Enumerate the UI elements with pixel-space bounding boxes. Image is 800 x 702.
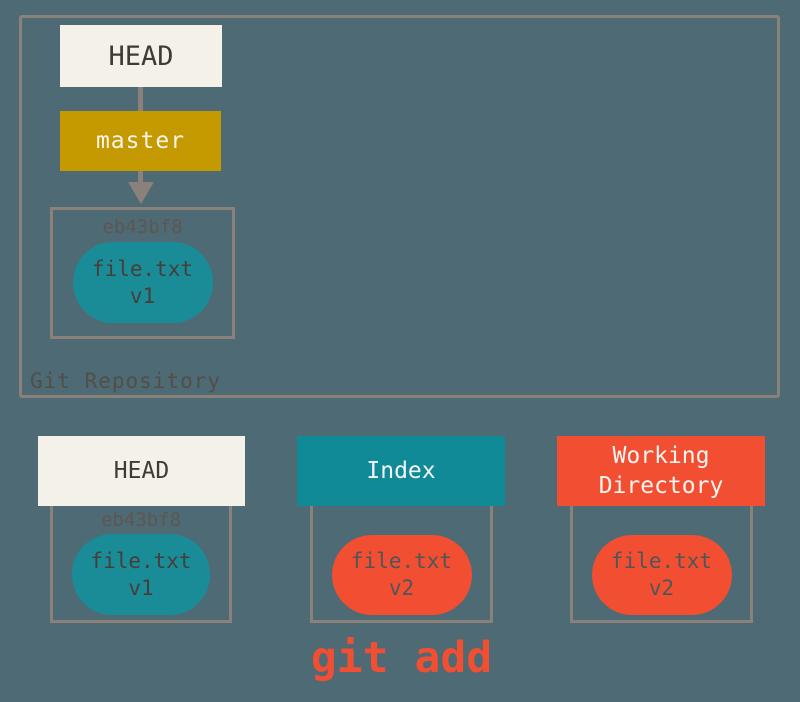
file-version: v1 [129, 283, 156, 308]
git-repository-label: Git Repository [30, 369, 222, 393]
commit-hash: eb43bf8 [100, 509, 182, 531]
file-blob: file.txt v2 [331, 535, 472, 615]
head-ref-label: HEAD [108, 40, 174, 72]
file-blob: file.txt v1 [72, 242, 213, 323]
section-box-working-directory: file.txt v2 [570, 498, 753, 623]
file-name: file.txt [91, 256, 194, 281]
master-to-commit-connector [138, 171, 143, 183]
file-blob: file.txt v2 [591, 535, 732, 615]
file-version: v2 [648, 576, 675, 600]
head-to-master-connector [138, 87, 143, 111]
git-repository-box [19, 15, 780, 398]
file-version: v1 [128, 575, 154, 600]
head-ref-box: HEAD [60, 25, 222, 87]
section-box-index: file.txt v2 [310, 498, 493, 623]
file-name: file.txt [350, 549, 453, 573]
commit-hash: eb43bf8 [102, 216, 183, 238]
file-name: file.txt [610, 549, 713, 573]
commit-box: eb43bf8 file.txt v1 [50, 207, 235, 339]
section-title-head: HEAD [113, 458, 170, 484]
section-title-index: Index [366, 458, 436, 484]
section-header-index: Index [297, 436, 505, 506]
section-header-head: HEAD [38, 436, 245, 506]
master-branch-label: master [95, 128, 186, 154]
file-name: file.txt [90, 548, 192, 573]
arrow-down-icon [128, 182, 154, 204]
section-box-head: eb43bf8 file.txt v1 [50, 498, 232, 623]
section-header-working-directory: Working Directory [557, 436, 765, 506]
file-version: v2 [388, 576, 415, 600]
git-add-caption: git add [310, 633, 493, 683]
master-branch-box: master [60, 111, 221, 171]
section-title-working-directory: Working Directory [598, 443, 724, 499]
file-blob: file.txt v1 [72, 534, 210, 615]
